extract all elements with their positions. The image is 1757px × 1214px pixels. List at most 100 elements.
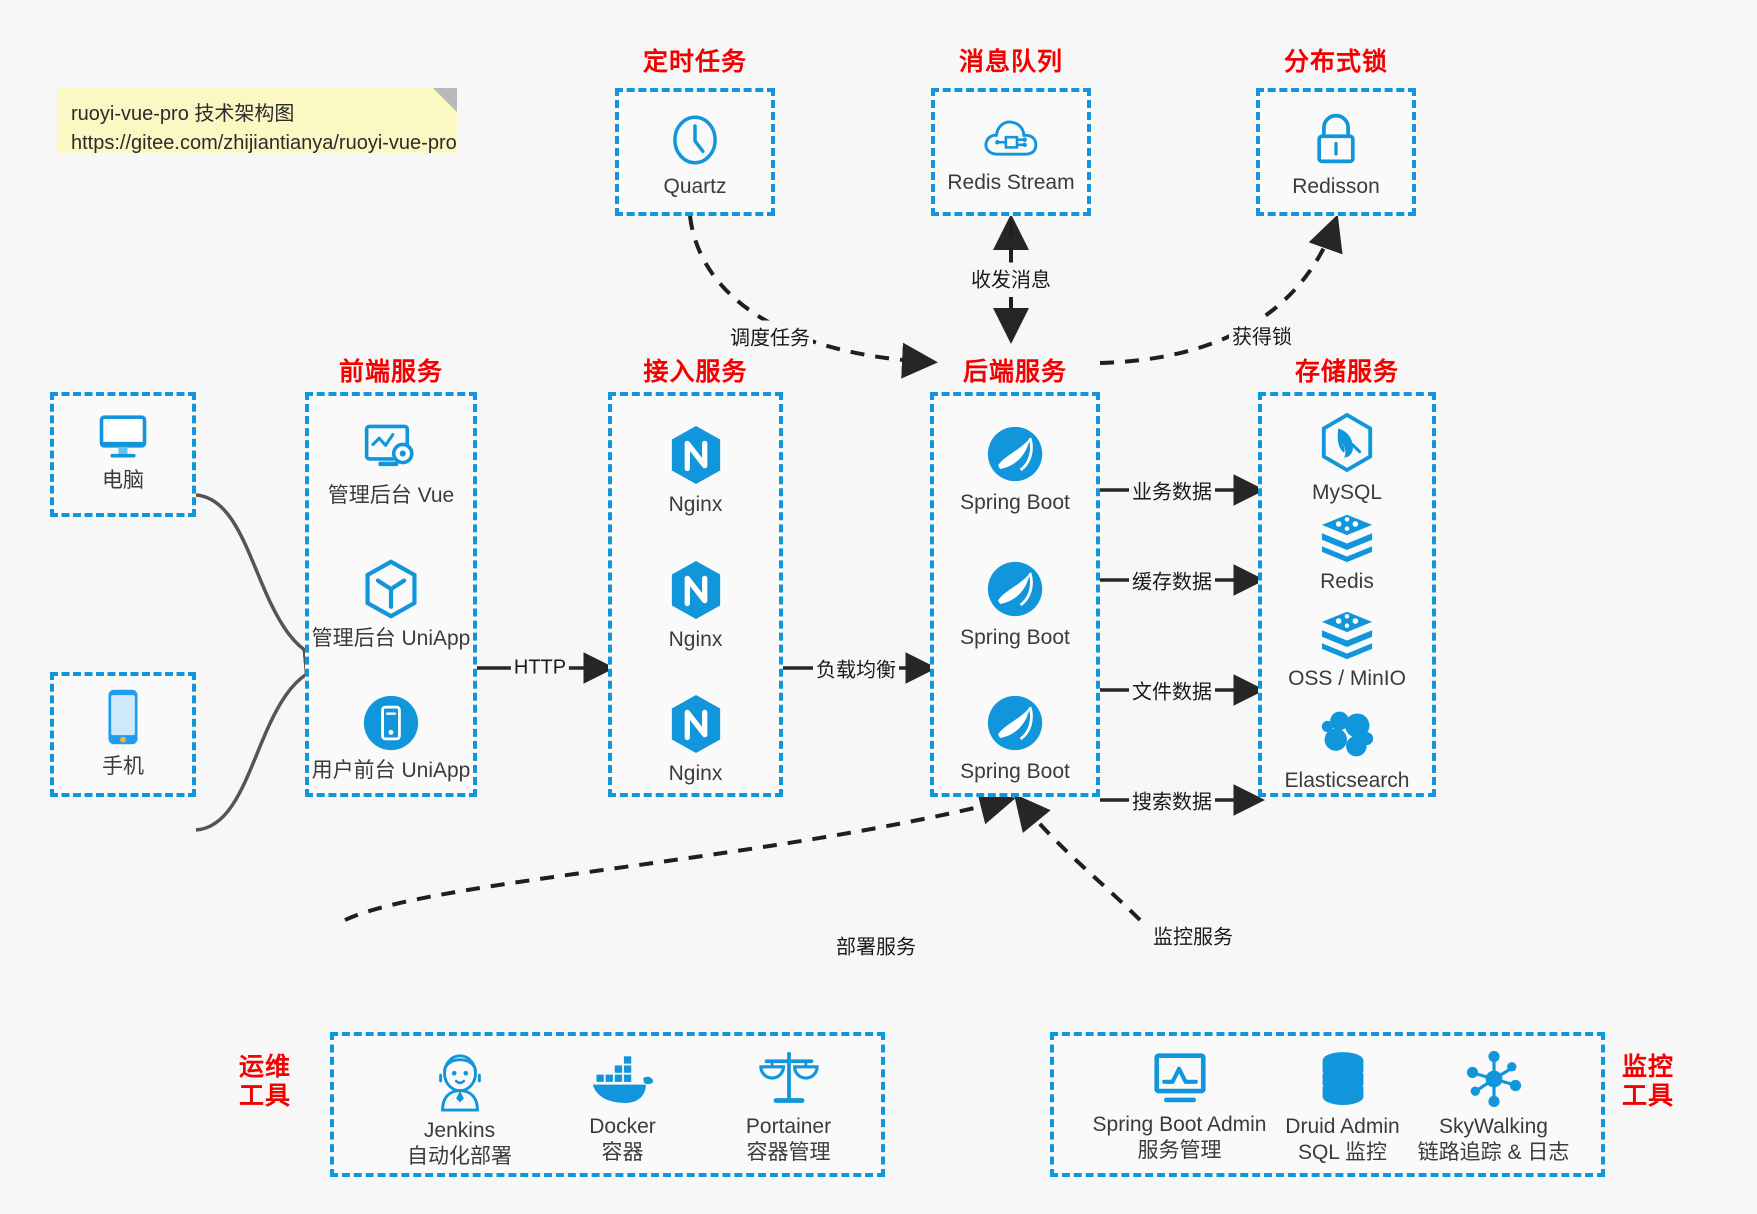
node-sublabel: 容器管理 bbox=[746, 1141, 831, 1165]
node-oss-minio[interactable]: OSS / MinIO bbox=[1262, 608, 1432, 692]
node-mysql[interactable]: MySQL bbox=[1262, 412, 1432, 506]
node-desktop[interactable]: 电脑 bbox=[54, 410, 192, 494]
group-title-lock: 分布式锁 bbox=[1283, 48, 1388, 76]
node-label: 管理后台 UniApp bbox=[311, 627, 471, 650]
edge-label-deploy-service: 部署服务 bbox=[833, 929, 919, 961]
scales-icon bbox=[758, 1051, 819, 1103]
database-icon bbox=[1322, 1052, 1363, 1105]
monitor-chart-icon bbox=[1153, 1053, 1206, 1103]
docker-icon bbox=[592, 1056, 653, 1103]
lock-icon bbox=[1317, 113, 1355, 164]
edge-label-send-receive-message: 收发消息 bbox=[968, 262, 1054, 294]
elasticsearch-icon bbox=[1321, 711, 1374, 757]
node-skywalking[interactable]: SkyWalking 链路追踪 & 日志 bbox=[1220, 1050, 1757, 1167]
note-url: https://gitee.com/zhijiantianya/ruoyi-vu… bbox=[71, 132, 457, 154]
group-title-backend: 后端服务 bbox=[962, 358, 1067, 386]
mobile-app-icon bbox=[363, 695, 419, 751]
node-spring-boot-2[interactable]: Spring Boot bbox=[934, 559, 1096, 651]
group-box-devops: Jenkins 自动化部署 Docker 容器 bbox=[330, 1032, 885, 1177]
node-nginx-3[interactable]: Nginx bbox=[612, 693, 779, 787]
group-title-mq: 消息队列 bbox=[958, 48, 1063, 76]
smartphone-icon bbox=[108, 689, 138, 745]
group-box-frontend: 管理后台 Vue 管理后台 UniApp 用户前台 UniApp bbox=[305, 392, 477, 797]
node-sublabel: 自动化部署 bbox=[407, 1145, 512, 1169]
node-nginx-1[interactable]: Nginx bbox=[612, 424, 779, 518]
node-docker[interactable]: Docker 容器 bbox=[349, 1054, 896, 1167]
node-label: Nginx bbox=[668, 493, 723, 516]
group-box-lock: Redisson bbox=[1256, 88, 1416, 216]
group-box-scheduler: Quartz bbox=[615, 88, 775, 216]
mysql-icon bbox=[1321, 412, 1373, 473]
node-label: Druid Admin bbox=[1285, 1115, 1400, 1138]
edge-label-business-data: 业务数据 bbox=[1129, 474, 1215, 506]
node-redis[interactable]: Redis bbox=[1262, 511, 1432, 595]
node-label: Redis bbox=[1320, 570, 1374, 593]
node-druid-admin[interactable]: Druid Admin SQL 监控 bbox=[1069, 1050, 1616, 1167]
node-label: Quartz bbox=[663, 175, 727, 198]
node-label: Nginx bbox=[668, 628, 723, 651]
node-spring-boot-admin[interactable]: Spring Boot Admin 服务管理 bbox=[906, 1052, 1453, 1165]
edge-label-load-balance: 负载均衡 bbox=[813, 652, 899, 684]
node-elasticsearch[interactable]: Elasticsearch bbox=[1262, 706, 1432, 794]
note-fold-corner bbox=[433, 88, 457, 112]
nginx-icon bbox=[671, 695, 720, 753]
group-box-gateway: Nginx Nginx Nginx bbox=[608, 392, 783, 797]
node-jenkins[interactable]: Jenkins 自动化部署 bbox=[186, 1050, 733, 1171]
node-redis-stream[interactable]: Redis Stream bbox=[935, 112, 1087, 196]
node-spring-boot-1[interactable]: Spring Boot bbox=[934, 424, 1096, 516]
group-title-storage: 存储服务 bbox=[1294, 358, 1399, 386]
spring-boot-icon bbox=[987, 561, 1043, 617]
group-title-scheduler: 定时任务 bbox=[642, 48, 747, 76]
node-label: 用户前台 UniApp bbox=[311, 759, 471, 782]
node-sublabel: SQL 监控 bbox=[1297, 1141, 1388, 1165]
node-label: Redis Stream bbox=[947, 171, 1075, 194]
group-title-frontend: 前端服务 bbox=[338, 358, 443, 386]
node-label: Elasticsearch bbox=[1284, 769, 1410, 792]
clock-icon bbox=[673, 115, 717, 165]
node-spring-boot-3[interactable]: Spring Boot bbox=[934, 693, 1096, 785]
node-redisson[interactable]: Redisson bbox=[1260, 110, 1412, 200]
group-title-devops-line1: 运维 bbox=[238, 1053, 291, 1081]
sticky-note: ruoyi-vue-pro 技术架构图 https://gitee.com/zh… bbox=[57, 88, 457, 154]
node-label: Spring Boot Admin bbox=[1092, 1113, 1267, 1136]
group-box-storage: MySQL Redis OS bbox=[1258, 392, 1436, 797]
node-admin-uniapp[interactable]: 管理后台 UniApp bbox=[309, 558, 473, 652]
node-label: Portainer bbox=[745, 1115, 832, 1138]
group-box-monitor: Spring Boot Admin 服务管理 Druid Admin SQL 监… bbox=[1050, 1032, 1605, 1177]
node-quartz[interactable]: Quartz bbox=[619, 112, 771, 200]
node-portainer[interactable]: Portainer 容器管理 bbox=[515, 1050, 1062, 1167]
group-title-monitor: 监控 工具 bbox=[1615, 1053, 1681, 1111]
hexagon-cube-icon bbox=[365, 559, 417, 619]
node-sublabel: 服务管理 bbox=[1137, 1139, 1222, 1163]
group-title-devops: 运维 工具 bbox=[232, 1053, 298, 1111]
node-user-uniapp[interactable]: 用户前台 UniApp bbox=[309, 694, 473, 784]
edge-label-search-data: 搜索数据 bbox=[1129, 784, 1215, 816]
group-box-client-mobile: 手机 bbox=[50, 672, 196, 797]
edge-label-cache-data: 缓存数据 bbox=[1129, 564, 1215, 596]
edge-label-http: HTTP bbox=[510, 655, 570, 681]
skywalking-icon bbox=[1466, 1050, 1521, 1108]
node-label: Spring Boot bbox=[960, 491, 1070, 514]
node-nginx-2[interactable]: Nginx bbox=[612, 559, 779, 653]
node-smartphone[interactable]: 手机 bbox=[54, 686, 192, 780]
group-box-mq: Redis Stream bbox=[931, 88, 1091, 216]
edge-label-acquire-lock: 获得锁 bbox=[1229, 319, 1295, 351]
edge-label-file-data: 文件数据 bbox=[1129, 674, 1215, 706]
group-box-backend: Spring Boot Spring Boot Spring Boot bbox=[930, 392, 1100, 797]
dashboard-gear-icon bbox=[364, 424, 414, 467]
spring-boot-icon bbox=[987, 426, 1043, 482]
node-label: Docker bbox=[589, 1115, 656, 1138]
node-label: MySQL bbox=[1311, 481, 1382, 504]
node-label: Redisson bbox=[1292, 175, 1380, 198]
node-label: Jenkins bbox=[423, 1119, 496, 1142]
node-sublabel: 容器 bbox=[601, 1141, 644, 1165]
node-label: 电脑 bbox=[102, 469, 144, 492]
node-admin-vue[interactable]: 管理后台 Vue bbox=[309, 421, 473, 509]
group-title-monitor-line2: 工具 bbox=[1621, 1081, 1674, 1110]
group-box-client-pc: 电脑 bbox=[50, 392, 196, 517]
node-label: 管理后台 Vue bbox=[327, 484, 455, 507]
nginx-icon bbox=[671, 426, 720, 484]
node-label: Nginx bbox=[668, 762, 723, 785]
desktop-icon bbox=[99, 415, 147, 458]
